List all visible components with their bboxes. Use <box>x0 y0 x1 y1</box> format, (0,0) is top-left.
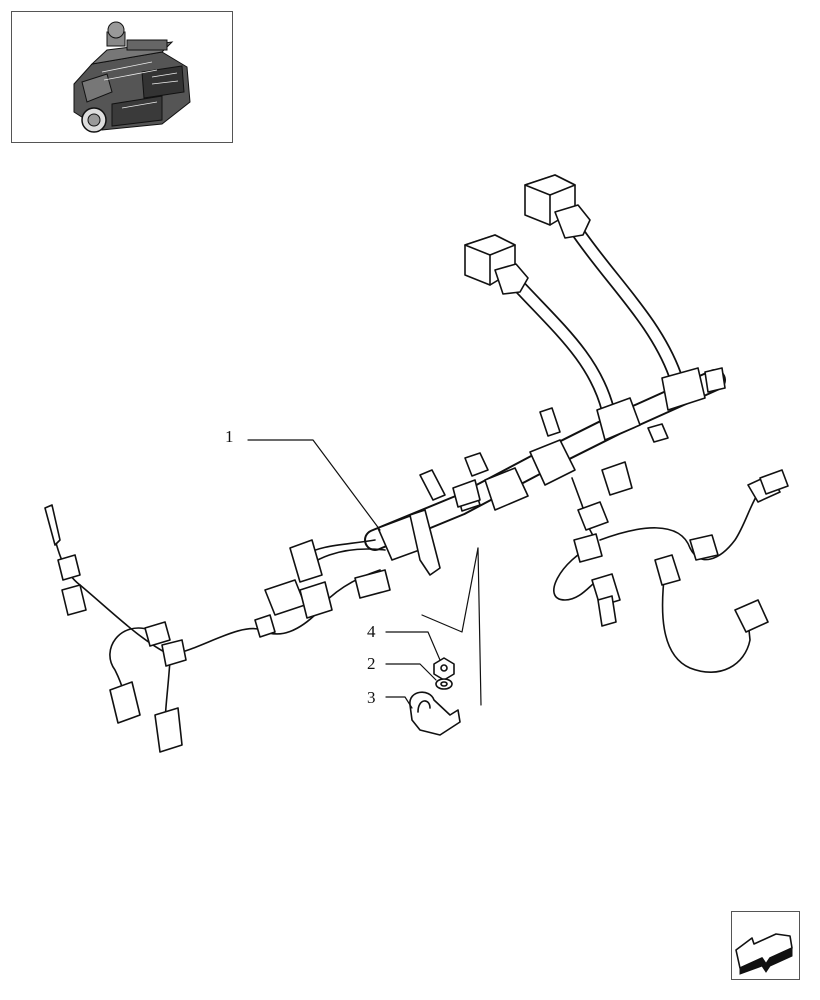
next-page-arrow-icon <box>735 933 793 975</box>
left-branch-cables <box>47 509 386 726</box>
mounting-brackets <box>409 407 669 576</box>
upper-cable-right <box>568 221 682 382</box>
trunk-junctions <box>377 367 726 561</box>
branch-connector-mid <box>452 452 633 546</box>
engine-thumbnail-icon <box>73 21 191 133</box>
callout-4: 4 <box>367 622 376 641</box>
detail-clamp <box>409 691 461 736</box>
leader-lines <box>247 439 482 709</box>
callout-2: 2 <box>367 654 376 673</box>
engine-thumbnail[interactable] <box>11 11 233 143</box>
callout-1: 1 <box>225 427 234 446</box>
right-branch-connectors <box>573 469 789 633</box>
detail-nut <box>433 657 455 681</box>
next-page-button[interactable] <box>731 911 800 980</box>
upper-cable-left <box>511 278 615 417</box>
detail-washer <box>435 678 453 690</box>
upper-connector-left <box>464 234 529 295</box>
callout-3: 3 <box>367 688 376 707</box>
upper-connector-right <box>524 174 591 239</box>
left-branch-connectors <box>44 504 391 753</box>
